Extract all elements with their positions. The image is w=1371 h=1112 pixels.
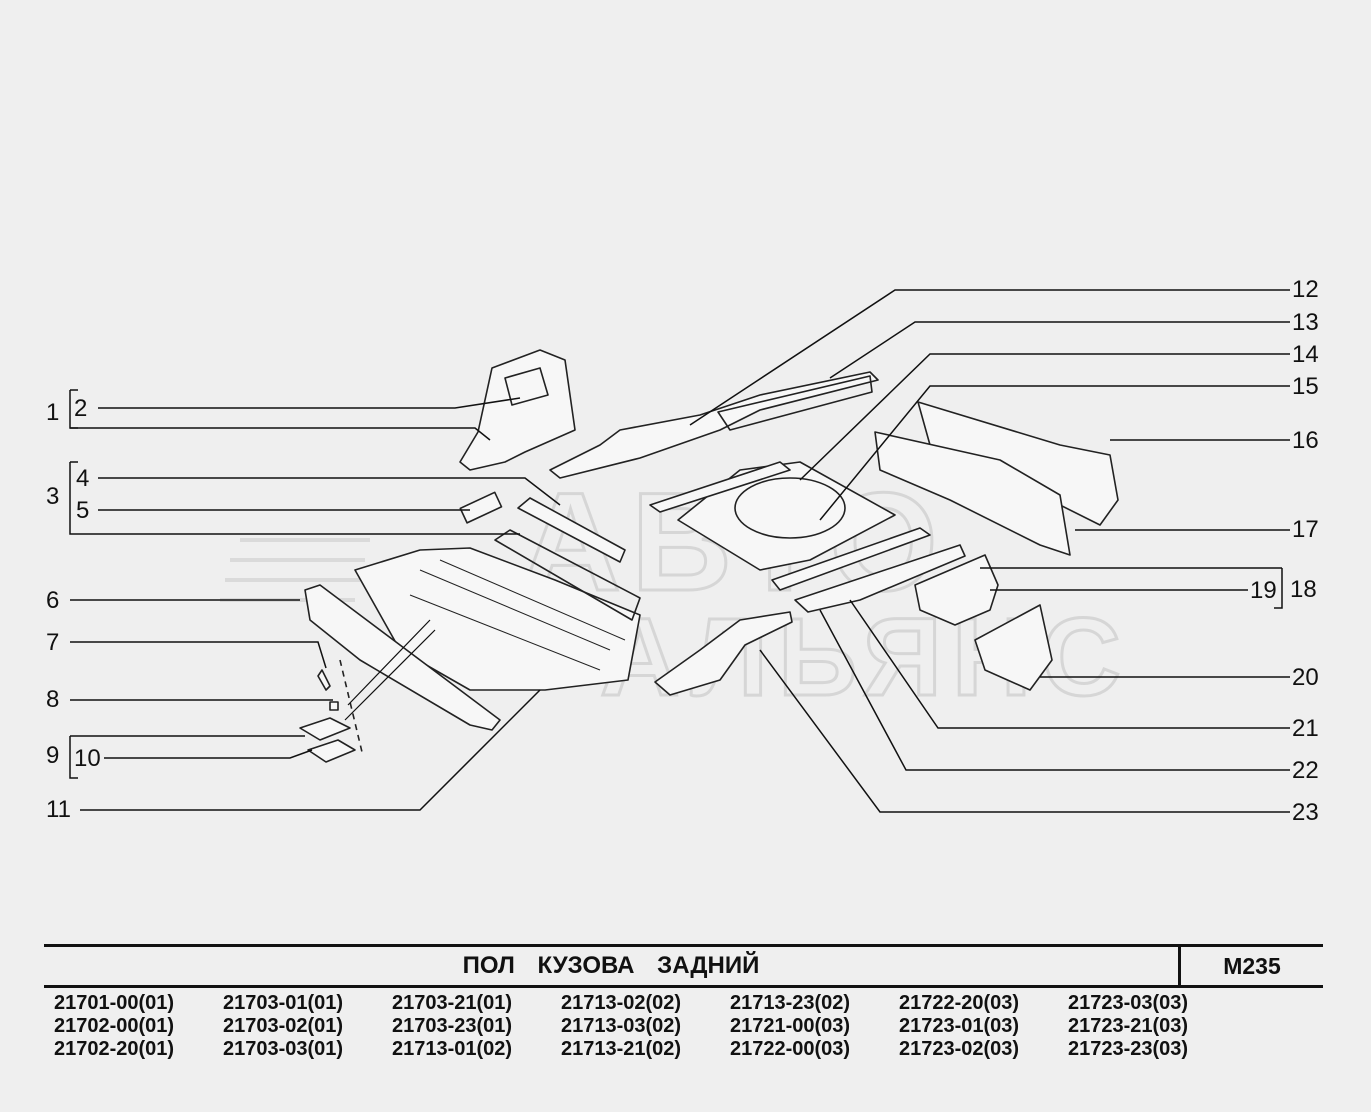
part-6-sill [304, 584, 501, 731]
callout-18: 18 [1290, 576, 1317, 603]
part-7-screw [317, 669, 331, 691]
model-code: 21721-00(03) [730, 1015, 851, 1037]
model-code: 21702-00(01) [54, 1015, 175, 1037]
callout-6: 6 [46, 587, 60, 614]
model-code: 21703-03(01) [223, 1038, 344, 1060]
model-code: 21723-23(03) [1068, 1038, 1189, 1060]
part-10-plug [307, 739, 356, 763]
callout-3: 3 [46, 483, 60, 510]
model-code: 21723-21(03) [1068, 1015, 1189, 1037]
model-code: 21723-03(03) [1068, 992, 1189, 1014]
callout-17: 17 [1292, 516, 1319, 543]
model-code: 21723-01(03) [899, 1015, 1020, 1037]
callout-9: 9 [46, 742, 60, 769]
model-code: 21723-02(03) [899, 1038, 1020, 1060]
part-12-rail [549, 371, 879, 479]
model-code: 21713-01(02) [392, 1038, 513, 1060]
part-23-rail [654, 611, 793, 696]
callout-8: 8 [46, 686, 60, 713]
callout-12: 12 [1292, 276, 1319, 303]
model-code: 21701-00(01) [54, 992, 175, 1014]
diagram-code: М235 [1178, 947, 1323, 985]
callout-22: 22 [1292, 757, 1319, 784]
model-code: 21703-02(01) [223, 1015, 344, 1037]
callout-13: 13 [1292, 309, 1319, 336]
model-code: 21713-02(02) [561, 992, 682, 1014]
part-11-main-floor [354, 547, 641, 691]
title-block: ПОЛ КУЗОВА ЗАДНИЙ М235 [44, 944, 1323, 988]
model-code: 21713-03(02) [561, 1015, 682, 1037]
part-8-nut [329, 701, 339, 711]
exploded-parts-diagram: АВТО АЛЬЯНС [69, 289, 1290, 813]
callout-2: 2 [74, 395, 88, 422]
callout-20: 20 [1292, 664, 1319, 691]
callout-21: 21 [1292, 715, 1319, 742]
part-21-member [771, 527, 931, 591]
model-code: 21722-00(03) [730, 1038, 851, 1060]
model-code: 21703-01(01) [223, 992, 344, 1014]
model-code: 21713-23(02) [730, 992, 851, 1014]
model-code: 21713-21(02) [561, 1038, 682, 1060]
part-22-member [794, 544, 966, 613]
part-5-plug [459, 491, 503, 524]
part-2-bracket [459, 349, 576, 471]
part-9-plug [299, 717, 351, 741]
callout-4: 4 [76, 465, 90, 492]
leader-lines [69, 289, 1290, 813]
page-title: ПОЛ КУЗОВА ЗАДНИЙ [462, 952, 760, 979]
callout-5: 5 [76, 497, 90, 524]
callout-14: 14 [1292, 341, 1319, 368]
model-list: 21701-00(01) 21703-01(01) 21703-21(01) 2… [54, 992, 1334, 1072]
callout-23: 23 [1292, 799, 1319, 826]
part-17-rear-panel [874, 431, 1071, 556]
part-4-crossmember [517, 497, 626, 563]
callout-7: 7 [46, 629, 60, 656]
part-19-bracket [914, 554, 999, 626]
callout-15: 15 [1292, 373, 1319, 400]
part-20-bracket [974, 604, 1053, 691]
callout-16: 16 [1292, 427, 1319, 454]
callout-10: 10 [74, 745, 101, 772]
callout-1: 1 [46, 399, 60, 426]
model-code: 21703-21(01) [392, 992, 513, 1014]
callout-19: 19 [1250, 577, 1277, 604]
parts [299, 349, 1119, 763]
model-code: 21703-23(01) [392, 1015, 513, 1037]
model-code: 21702-20(01) [54, 1038, 175, 1060]
callout-11: 11 [46, 796, 71, 823]
model-code: 21722-20(03) [899, 992, 1020, 1014]
